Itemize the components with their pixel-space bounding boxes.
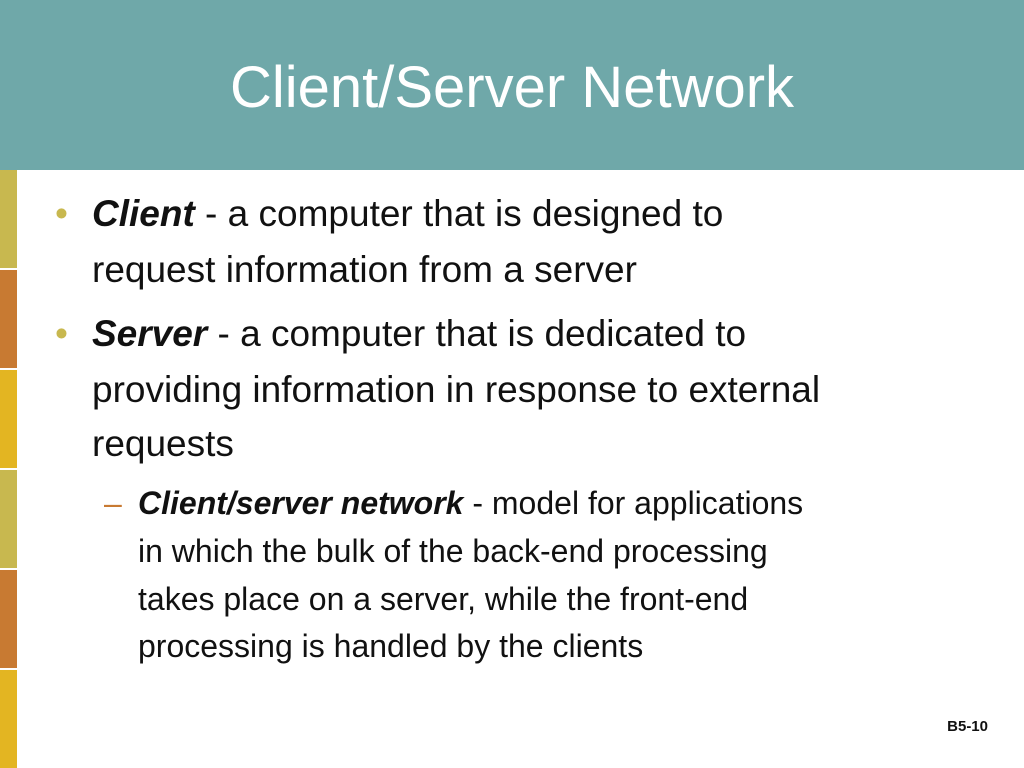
sub-bullet-line-4: processing is handled by the clients	[138, 628, 644, 664]
title-bar	[0, 0, 1024, 170]
definition-text: - a computer that is dedicated to	[207, 313, 747, 354]
sub-bullet-line-2: in which the bulk of the back-end proces…	[138, 533, 768, 569]
bullet-server-line-3: requests	[92, 423, 234, 464]
strip-segment	[0, 270, 17, 370]
sub-bullet-line-3: takes place on a server, while the front…	[138, 581, 749, 617]
term-server: Server	[92, 313, 208, 354]
bullet-icon: •	[55, 313, 68, 354]
bullet-client-line-1: Client - a computer that is designed to	[92, 186, 723, 242]
term-client: Client	[92, 193, 195, 234]
bullet-server-line-2: providing information in response to ext…	[92, 369, 821, 410]
term-client-server-network: Client/server network	[138, 485, 464, 521]
dash-icon: –	[104, 485, 122, 521]
page-number: B5-10	[947, 718, 988, 735]
definition-text: - a computer that is designed to	[194, 193, 724, 234]
slide-title: Client/Server Network	[229, 55, 795, 120]
bullet-icon: •	[55, 193, 68, 234]
bullet-client-line-2: request information from a server	[92, 249, 637, 290]
strip-segment	[0, 170, 17, 270]
sub-bullet-line-1: Client/server network - model for applic…	[138, 479, 803, 527]
bullet-server-line-1: Server - a computer that is dedicated to	[92, 306, 746, 362]
strip-segment	[0, 670, 17, 768]
strip-segment	[0, 470, 17, 570]
definition-text: - model for applications	[463, 485, 804, 521]
side-color-strip	[0, 170, 17, 768]
strip-segment	[0, 370, 17, 470]
strip-segment	[0, 570, 17, 670]
